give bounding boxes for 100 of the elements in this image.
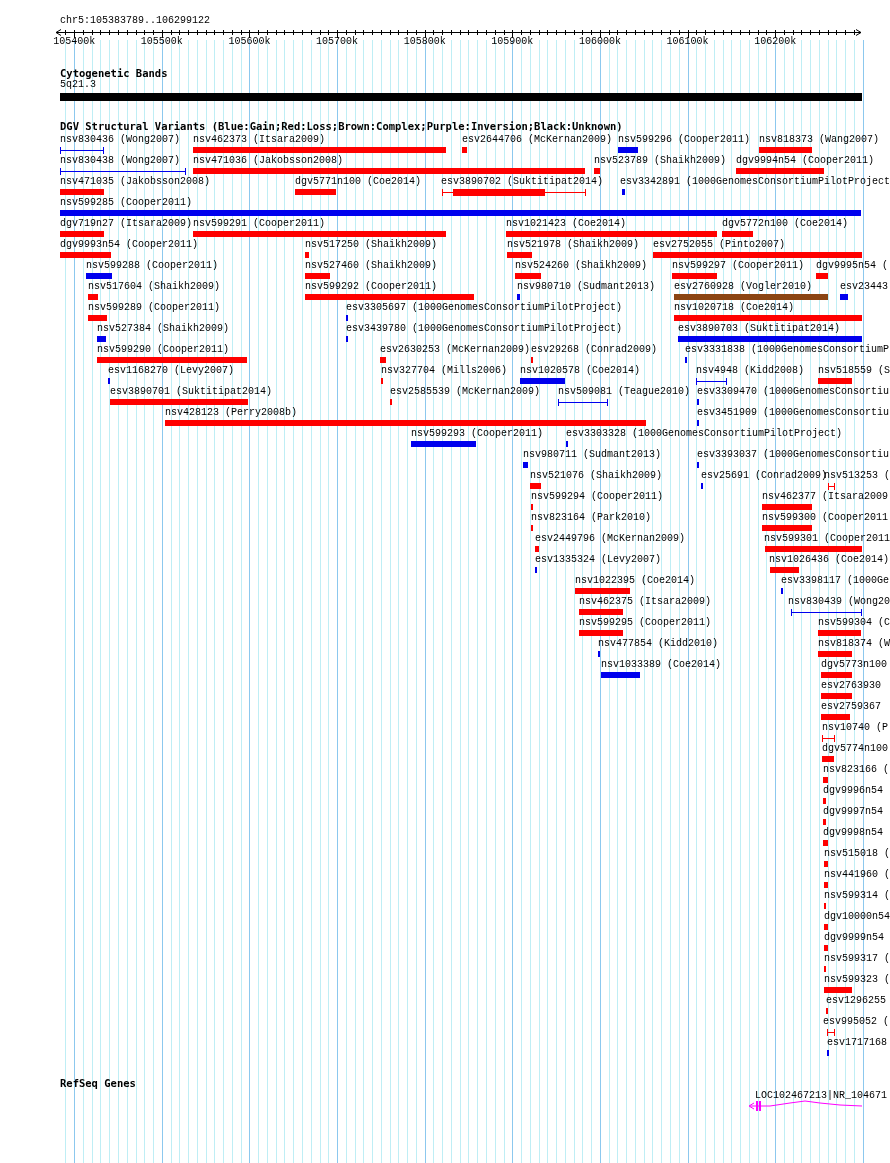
variant-label: esv3305697 (1000GenomesConsortiumPilotProject) [346, 302, 623, 313]
variant-label: nsv599296 (Cooper2011) [618, 134, 751, 145]
variant-label: nsv599292 (Cooper2011) [305, 281, 438, 292]
variant-label: esv2449796 (McKernan2009) [535, 533, 686, 544]
variant-label: nsv509081 (Teague2010) [558, 386, 691, 397]
variant-label: nsv462373 (Itsara2009) [193, 134, 326, 145]
variant-label: nsv1026436 (Coe2014) [769, 554, 890, 565]
variant-label: esv2760928 (Vogler2010) [674, 281, 813, 292]
variant-label: nsv518559 (S [818, 365, 890, 376]
axis-tick-label: 105600k [228, 36, 271, 47]
track-title: Cytogenetic Bands [60, 68, 168, 79]
variant-label: nsv599294 (Cooper2011) [531, 491, 664, 502]
variant-label: esv2752055 (Pinto2007) [653, 239, 786, 250]
variant-label: nsv599293 (Cooper2011) [411, 428, 544, 439]
variant-label: nsv830438 (Wong2007) [60, 155, 181, 166]
variant-label: nsv599317 ( [824, 953, 890, 964]
variant-label: esv2759367 [821, 701, 881, 712]
variant-label: nsv4948 (Kidd2008) [696, 365, 805, 376]
variant-label: dgv9995n54 ( [816, 260, 888, 271]
variant-label: nsv980711 (Sudmant2013) [523, 449, 662, 460]
variant-label: nsv1020578 (Coe2014) [520, 365, 641, 376]
variant-label: nsv523789 (Shaikh2009) [594, 155, 727, 166]
variant-label: esv3303328 (1000GenomesConsortiumPilotProject) [566, 428, 843, 439]
variant-label: esv1296255 [826, 995, 886, 1006]
variant-label: esv3890703 (Suktitipat2014) [678, 323, 841, 334]
variant-label: nsv1020718 (Coe2014) [674, 302, 795, 313]
variant-label: nsv599288 (Cooper2011) [86, 260, 219, 271]
variant-label: dgv5772n100 (Coe2014) [722, 218, 849, 229]
variant-label: nsv327704 (Mills2006) [381, 365, 508, 376]
variant-label: nsv823164 (Park2010) [531, 512, 652, 523]
axis-tick-label: 106100k [666, 36, 709, 47]
variant-label: dgv9993n54 (Cooper2011) [60, 239, 199, 250]
variant-label: esv995052 ( [823, 1016, 889, 1027]
variant-label: nsv830436 (Wong2007) [60, 134, 181, 145]
variant-label: nsv599323 ( [824, 974, 890, 985]
variant-label: dgv5773n100 [821, 659, 887, 670]
variant-label: nsv477854 (Kidd2010) [598, 638, 719, 649]
variant-label: nsv1021423 (Coe2014) [506, 218, 627, 229]
variant-label: nsv1022395 (Coe2014) [575, 575, 696, 586]
axis-tick-label: 105800k [403, 36, 446, 47]
variant-label: dgv9999n54 [824, 932, 884, 943]
variant-label: nsv521076 (Shaikh2009) [530, 470, 663, 481]
variant-label: nsv515018 ( [824, 848, 890, 859]
variant-label: esv3890701 (Suktitipat2014) [110, 386, 273, 397]
variant-label: nsv10740 (P [822, 722, 888, 733]
variant-label: dgv5771n100 (Coe2014) [295, 176, 422, 187]
variant-label: dgv5774n100 [822, 743, 888, 754]
variant-label: nsv441960 ( [824, 869, 890, 880]
gene-label: LOC102467213|NR_104671 [755, 1090, 888, 1101]
variant-label: nsv521978 (Shaikh2009) [507, 239, 640, 250]
variant-label: esv1335324 (Levy2007) [535, 554, 662, 565]
variant-label: nsv428123 (Perry2008b) [165, 407, 298, 418]
variant-label: esv3398117 (1000Ge [781, 575, 890, 586]
variant-label: nsv599289 (Cooper2011) [88, 302, 221, 313]
variant-label: nsv527460 (Shaikh2009) [305, 260, 438, 271]
variant-label: nsv471035 (Jakobsson2008) [60, 176, 211, 187]
variant-label: nsv599314 ( [824, 890, 890, 901]
variant-label: dgv9996n54 [823, 785, 883, 796]
variant-label: esv2630253 (McKernan2009) [380, 344, 531, 355]
variant-label: nsv599304 (C [818, 617, 890, 628]
variant-label: esv3342891 (1000GenomesConsortiumPilotProject [620, 176, 890, 187]
variant-label: nsv980710 (Sudmant2013) [517, 281, 656, 292]
variant-label: nsv1033389 (Coe2014) [601, 659, 722, 670]
variant-label: dgv9998n54 [823, 827, 883, 838]
variant-label: nsv599295 (Cooper2011) [579, 617, 712, 628]
variant-label: nsv599301 (Cooper2011 [764, 533, 890, 544]
variant-label: dgv10000n54 [824, 911, 890, 922]
band-label: 5q21.3 [60, 79, 96, 90]
variant-label: esv2585539 (McKernan2009) [390, 386, 541, 397]
variant-label: nsv517250 (Shaikh2009) [305, 239, 438, 250]
variant-label: nsv599291 (Cooper2011) [193, 218, 326, 229]
axis-tick-label: 105900k [491, 36, 534, 47]
track-title: RefSeq Genes [60, 1078, 136, 1089]
variant-label: nsv462377 (Itsara2009 [762, 491, 889, 502]
variant-label: dgv9994n54 (Cooper2011) [736, 155, 875, 166]
axis-tick-label: 106200k [754, 36, 797, 47]
variant-label: nsv818374 (W [818, 638, 890, 649]
variant-label: nsv471036 (Jakobsson2008) [193, 155, 344, 166]
variant-label: nsv599297 (Cooper2011) [672, 260, 805, 271]
variant-label: esv3439780 (1000GenomesConsortiumPilotProject) [346, 323, 623, 334]
axis-tick-label: 105500k [140, 36, 183, 47]
variant-label: nsv527384 (Shaikh2009) [97, 323, 230, 334]
variant-label: nsv599285 (Cooper2011) [60, 197, 193, 208]
variant-label: esv29268 (Conrad2009) [531, 344, 658, 355]
variant-label: esv3309470 (1000GenomesConsortiu [697, 386, 890, 397]
variant-label: esv3393037 (1000GenomesConsortiu [697, 449, 890, 460]
variant-label: nsv599290 (Cooper2011) [97, 344, 230, 355]
variant-label: nsv517604 (Shaikh2009) [88, 281, 221, 292]
variant-label: nsv524260 (Shaikh2009) [515, 260, 648, 271]
variant-label: nsv513253 ( [824, 470, 890, 481]
axis-tick-label: 105400k [53, 36, 96, 47]
variant-label: nsv823166 ( [823, 764, 889, 775]
variant-label: esv23443 [840, 281, 888, 292]
variant-label: esv1168270 (Levy2007) [108, 365, 235, 376]
variant-label: nsv462375 (Itsara2009) [579, 596, 712, 607]
variant-label: nsv599300 (Cooper2011 [762, 512, 889, 523]
variant-label: esv2644706 (McKernan2009) [462, 134, 613, 145]
variant-label: esv1717168 [827, 1037, 887, 1048]
axis-tick-label: 106000k [578, 36, 621, 47]
variant-label: nsv830439 (Wong20 [788, 596, 890, 607]
